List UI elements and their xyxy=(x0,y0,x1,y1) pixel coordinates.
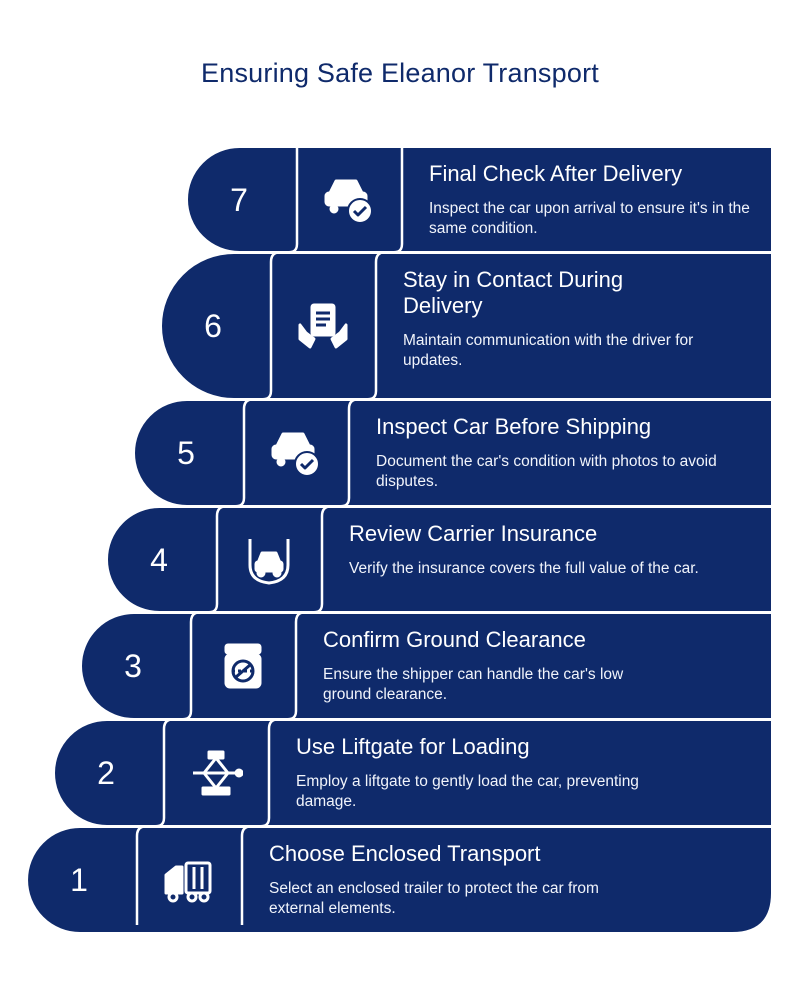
step-description: Maintain communication with the driver f… xyxy=(403,332,694,369)
step-number: 7 xyxy=(230,181,248,218)
step-description: Document the car's condition with photos… xyxy=(376,453,717,490)
insurance-shield-car-icon xyxy=(242,533,296,587)
step-title: Use Liftgate for Loading xyxy=(296,734,530,759)
clearance-gauge-icon xyxy=(216,639,270,693)
car-check-icon xyxy=(322,173,376,227)
step-number: 5 xyxy=(177,435,195,471)
left-divider-line xyxy=(135,147,299,925)
step-number: 6 xyxy=(204,308,222,344)
step-description: Employ a liftgate to gently load the car… xyxy=(296,773,639,810)
step-description: Inspect the car upon arrival to ensure i… xyxy=(429,200,750,237)
step-description: Select an enclosed trailer to protect th… xyxy=(269,880,599,917)
car-jack-icon xyxy=(189,746,243,800)
step-title: Stay in Contact During Delivery xyxy=(403,267,624,318)
step-title: Choose Enclosed Transport xyxy=(269,841,541,866)
step-band-4 xyxy=(106,506,773,613)
trailer-truck-icon xyxy=(162,853,216,907)
clipboard-hands-icon xyxy=(296,299,350,353)
step-band-2 xyxy=(53,719,773,827)
step-description: Ensure the shipper can handle the car's … xyxy=(323,666,624,703)
step-number: 2 xyxy=(97,755,115,791)
step-band-7 xyxy=(186,146,773,253)
page-title: Ensuring Safe Eleanor Transport xyxy=(201,58,599,88)
step-description: Verify the insurance covers the full val… xyxy=(349,560,699,577)
step-title: Review Carrier Insurance xyxy=(349,521,598,546)
car-check-icon xyxy=(269,426,323,480)
step-title: Final Check After Delivery xyxy=(429,161,683,186)
step-number: 1 xyxy=(70,862,88,898)
step-number: 4 xyxy=(150,541,168,578)
step-band-5 xyxy=(133,399,773,507)
step-band-1 xyxy=(26,826,773,934)
step-number: 3 xyxy=(124,648,142,684)
step-band-3 xyxy=(80,612,773,720)
step-band-6 xyxy=(160,252,773,400)
right-divider-line xyxy=(240,147,404,925)
step-title: Inspect Car Before Shipping xyxy=(376,414,652,439)
step-title: Confirm Ground Clearance xyxy=(323,627,586,652)
